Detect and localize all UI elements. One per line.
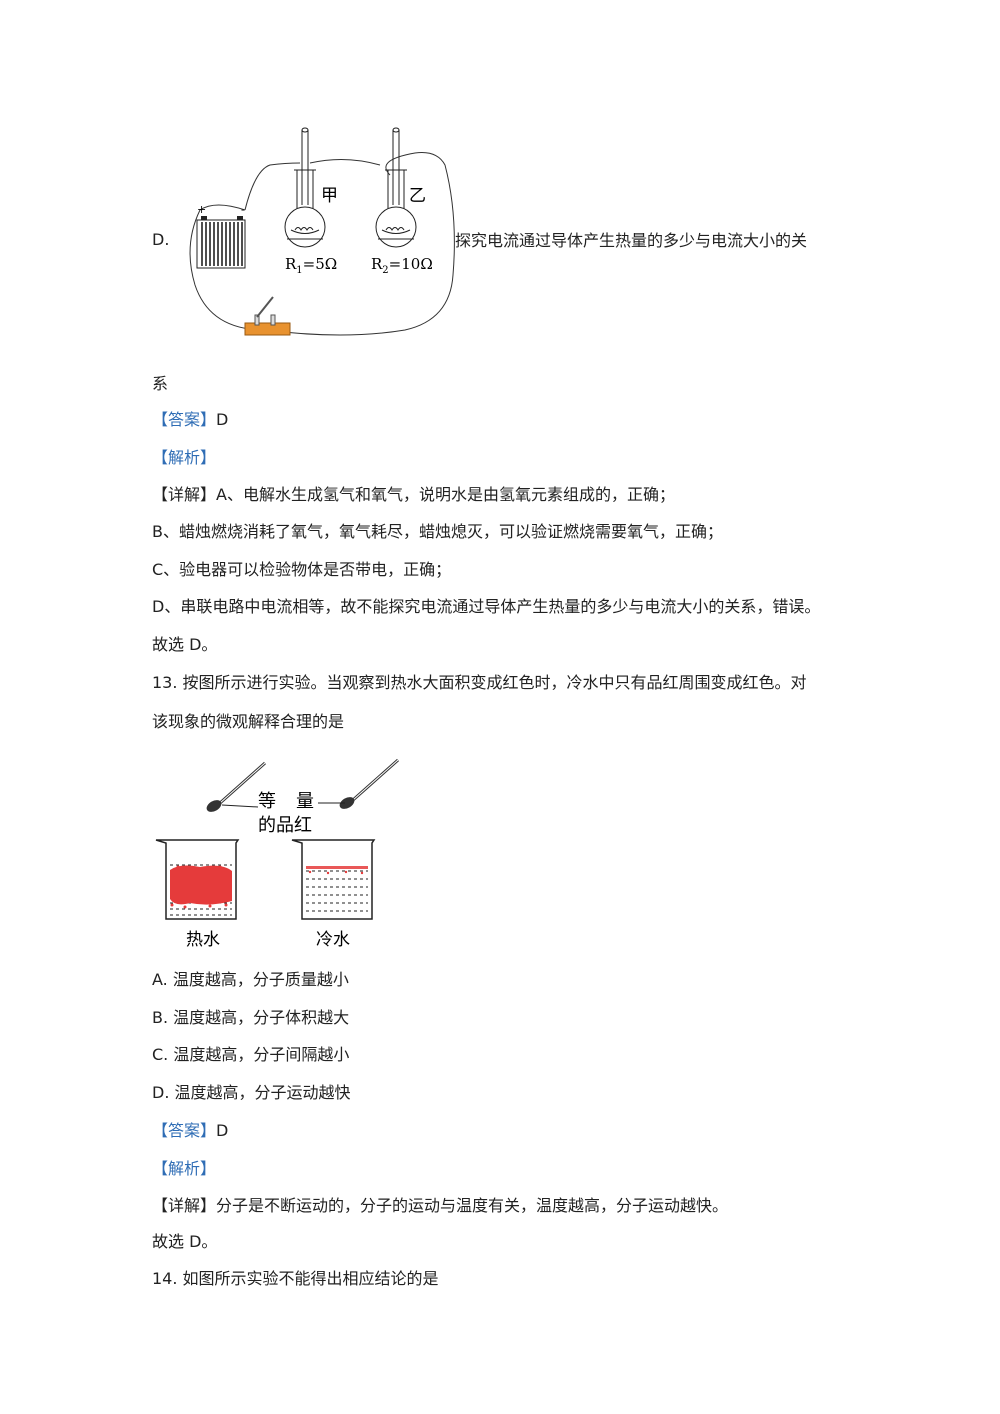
label-equal-1: 等 xyxy=(258,791,276,812)
q13-stem-line2: 该现象的微观解释合理的是 xyxy=(152,712,345,731)
q13-detail: 【详解】分子是不断运动的，分子的运动与温度有关，温度越高，分子运动越快。 xyxy=(152,1196,729,1215)
spoon-right-icon xyxy=(339,758,399,809)
q13-option-d: D. 温度越高，分子运动越快 xyxy=(152,1083,351,1102)
label-pinhong: 的品红 xyxy=(258,815,312,836)
r2-label: R2=10Ω xyxy=(371,255,433,276)
q12-detail-d: D、串联电路中电流相等，故不能探究电流通过导体产生热量的多少与电流大小的关系，错… xyxy=(152,597,821,616)
circuit-figure: + - 甲 xyxy=(175,125,460,349)
hot-water-label: 热水 xyxy=(186,930,220,950)
flask-2-label: 乙 xyxy=(409,186,426,206)
q12-answer: 【答案】D xyxy=(152,410,229,429)
spoon-left-icon xyxy=(206,761,266,812)
q13-analysis-tag: 【解析】 xyxy=(152,1159,217,1178)
flask-1-label: 甲 xyxy=(321,186,338,206)
q12-detail-c: C、验电器可以检验物体是否带电，正确； xyxy=(152,560,452,579)
hot-water-beaker-icon xyxy=(155,839,240,920)
option-d-text-line1: 探究电流通过导体产生热量的多少与电流大小的关 xyxy=(455,231,808,250)
q13-option-b: B. 温度越高，分子体积越大 xyxy=(152,1008,350,1027)
q14-stem: 14. 如图所示实验不能得出相应结论的是 xyxy=(152,1269,439,1288)
beaker-figure: 等 量 的品红 热水 xyxy=(150,755,410,959)
battery-icon xyxy=(196,216,246,269)
q13-option-c: C. 温度越高，分子间隔越小 xyxy=(152,1045,350,1064)
cold-water-label: 冷水 xyxy=(316,930,350,950)
cold-water-beaker-icon xyxy=(291,839,376,920)
q12-analysis-tag: 【解析】 xyxy=(152,448,217,467)
q13-stem-line1: 13. 按图所示进行实验。当观察到热水大面积变成红色时，冷水中只有品红周围变成红… xyxy=(152,673,807,692)
flask-2-icon xyxy=(375,127,417,248)
q12-detail-a: 【详解】A、电解水生成氢气和氧气，说明水是由氢氧元素组成的，正确； xyxy=(152,485,675,504)
q12-detail-b: B、蜡烛燃烧消耗了氧气，氧气耗尽，蜡烛熄灭，可以验证燃烧需要氧气，正确； xyxy=(152,522,723,541)
option-d-text-line2: 系 xyxy=(152,374,169,393)
battery-plus-label: + xyxy=(197,203,206,216)
option-d-label: D. xyxy=(152,230,170,249)
battery-minus-label: - xyxy=(241,203,245,216)
q13-option-a: A. 温度越高，分子质量越小 xyxy=(152,970,349,989)
switch-icon xyxy=(244,296,291,336)
flask-1-icon xyxy=(284,127,326,248)
q13-answer: 【答案】D xyxy=(152,1121,229,1140)
r1-label: R1=5Ω xyxy=(285,255,337,276)
label-equal-2: 量 xyxy=(296,791,314,812)
q12-conclusion: 故选 D。 xyxy=(152,635,218,654)
q13-conclusion: 故选 D。 xyxy=(152,1232,218,1251)
